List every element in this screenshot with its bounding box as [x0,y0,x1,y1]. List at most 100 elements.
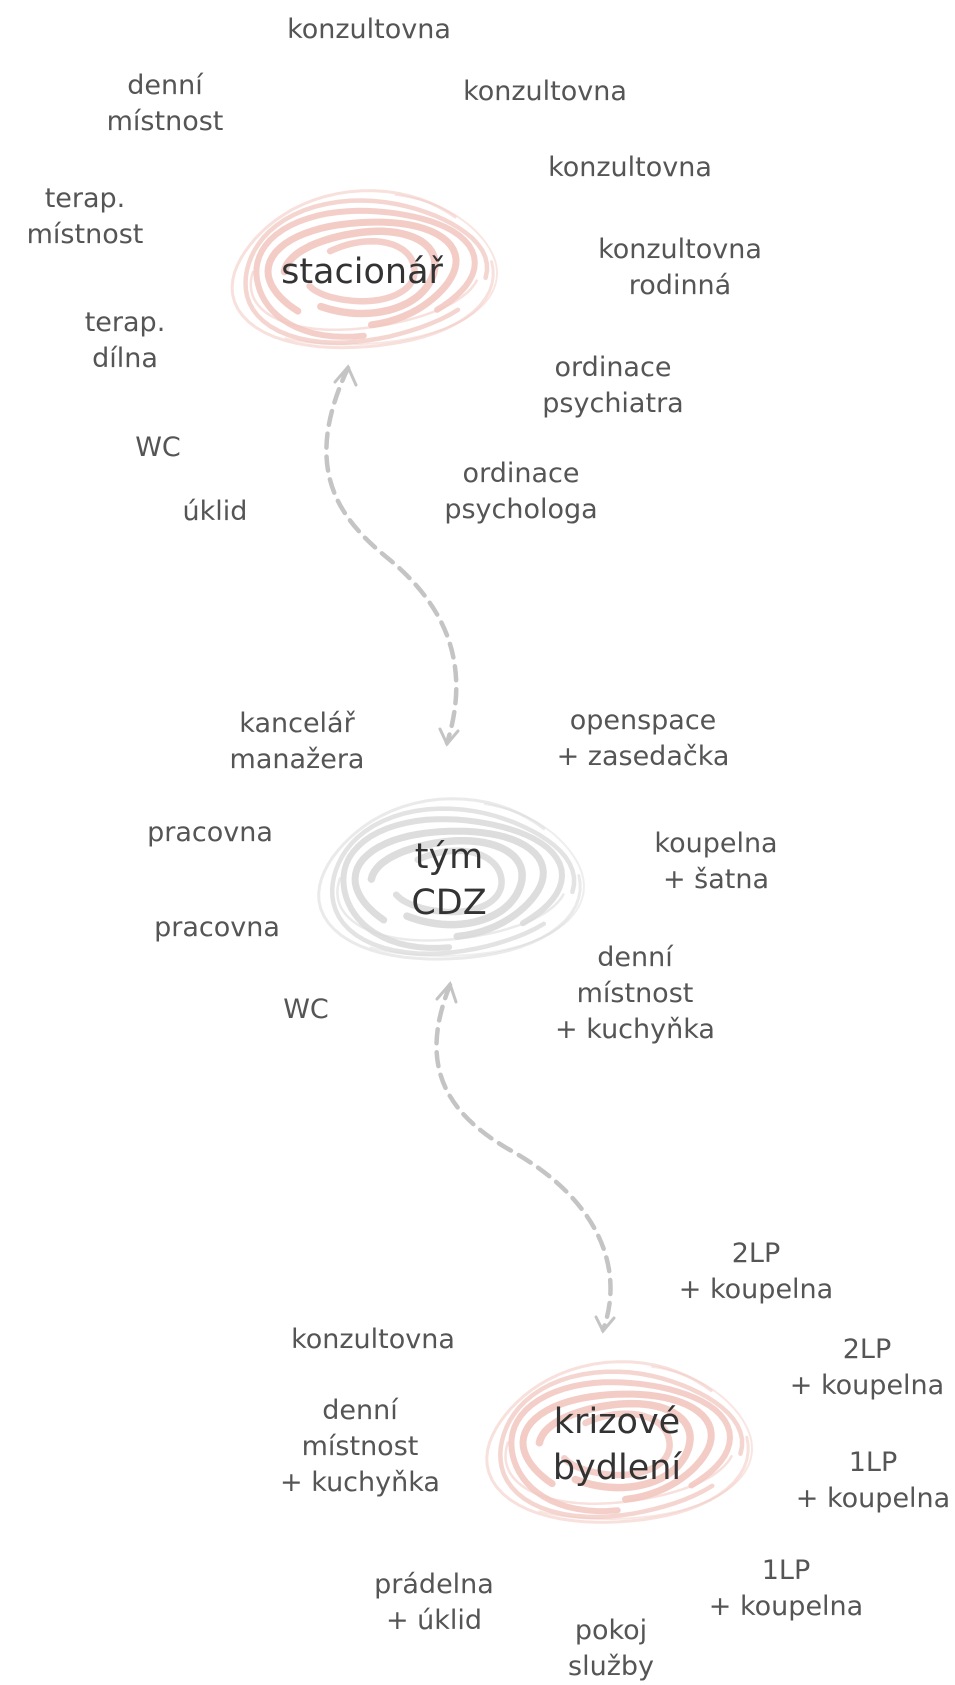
room-label: 2LP + koupelna [679,1236,833,1308]
stacionar-scribble [230,189,499,350]
scribble-stroke [306,237,418,305]
room-label: WC [283,992,329,1028]
room-label-line: + kuchyňka [555,1014,715,1045]
arrowhead-down-krizove [594,1315,616,1334]
room-label: 1LP + koupelna [709,1553,863,1625]
scribble-stroke [508,1379,734,1515]
connector-arrow-tym-krizove [434,982,613,1333]
room-label-line: 1LP [761,1555,811,1586]
room-label-line: místnost [301,1431,419,1462]
room-label-line: + koupelna [678,1274,834,1305]
room-label-line: dílna [92,343,158,374]
room-label-line: openspace [569,705,717,736]
room-label-line: místnost [106,106,224,137]
arrowhead-up-tym [435,981,458,1004]
room-label: 1LP + koupelna [796,1445,950,1517]
room-label: ordinace psychologa [444,456,597,528]
scribble-stroke [336,877,565,942]
room-label-line: úklid [182,496,248,527]
room-label-line: pokoj [574,1615,648,1646]
scribble-stroke [392,847,505,916]
room-label-line: pracovna [154,912,280,943]
room-label: WC [135,430,181,466]
room-label: pracovna [154,910,280,946]
room-label-line: 1LP [848,1447,898,1478]
room-label-line: manažera [229,744,365,775]
room-label: pracovna [147,815,273,851]
room-label-line: rodinná [628,270,732,301]
scribble-stroke [317,797,582,961]
hub-krizove-line-1: krizové [553,1402,681,1442]
room-label-line: + kuchyňka [280,1467,440,1498]
scribble-stroke [538,1365,754,1520]
room-label: denní místnost + kuchyňka [555,940,715,1048]
room-label: denní místnost + kuchyňka [280,1393,440,1501]
room-label-line: terap. [44,183,126,214]
room-label-line: + úklid [385,1605,483,1636]
room-label-line: + šatna [662,864,770,895]
room-label-line: konzultovna [598,234,762,265]
room-label-line: místnost [576,978,694,1009]
scribble-stroke [519,1390,715,1503]
scribble-stroke [329,806,577,957]
room-label-line: 2LP [842,1334,892,1365]
room-label-line: denní [322,1395,398,1426]
scribble-stroke [367,836,526,929]
scribble-stroke [485,1360,750,1524]
scribble-stroke [253,207,478,340]
room-label-line: místnost [26,219,144,250]
room-label-line: denní [127,70,203,101]
room-label: konzultovna [463,74,627,110]
room-label-line: + zasedačka [556,741,730,772]
scribble-stroke [561,1410,673,1479]
scribble-stroke [369,803,585,957]
room-label: konzultovna [548,150,712,186]
room-label: terap. místnost [27,181,144,253]
scribble-stroke [243,198,490,345]
room-label-line: ordinace [554,352,672,383]
room-label-line: + koupelna [789,1370,945,1401]
room-label: koupelna + šatna [654,826,777,898]
tym-cdz-scribble [317,797,585,961]
room-label: denní místnost [107,68,224,140]
hub-stacionar: stacionář [281,249,443,295]
hub-krizove-bydleni: krizové bydlení [553,1399,681,1491]
room-label: kancelář manažera [230,706,365,778]
scribble-stroke [284,193,499,346]
room-label-line: denní [597,942,673,973]
room-label: terap. dílna [85,305,166,377]
room-label-line: konzultovna [463,76,627,107]
room-label-line: konzultovna [548,152,712,183]
room-label: úklid [183,494,248,530]
scribble-stroke [351,827,547,940]
room-label-line: pracovna [147,817,273,848]
krizove-bydleni-scribble [485,1360,754,1524]
hub-stacionar-line: stacionář [281,252,443,292]
room-label-line: prádelna [374,1569,494,1600]
connector-arrow-stacionar-tym [324,365,459,746]
scribble-stroke [535,1399,694,1492]
room-label-line: konzultovna [287,14,451,45]
room-label-line: + koupelna [795,1483,951,1514]
room-label-line: kancelář [239,708,355,739]
room-label-line: 2LP [731,1238,781,1269]
room-label-line: WC [283,994,329,1025]
room-label: konzultovna [287,12,451,48]
room-label: pokoj služby [568,1613,654,1685]
room-label: openspace + zasedačka [557,703,730,775]
room-label: ordinace psychiatra [542,350,683,422]
room-label-line: terap. [84,307,166,338]
scribble-stroke [504,1441,733,1505]
scribble-stroke [280,227,439,318]
room-label-line: konzultovna [291,1324,455,1355]
room-label-line: + koupelna [708,1591,864,1622]
arrowhead-down-tym [438,727,460,747]
room-label-line: služby [568,1651,654,1682]
scribble-stroke [230,189,495,350]
room-label: prádelna + úklid [374,1567,494,1639]
room-label-line: ordinace [462,458,580,489]
hub-tym-line-1: tým [414,837,484,877]
scribble-stroke [249,270,478,332]
arrowhead-up-stacionar [333,364,358,387]
